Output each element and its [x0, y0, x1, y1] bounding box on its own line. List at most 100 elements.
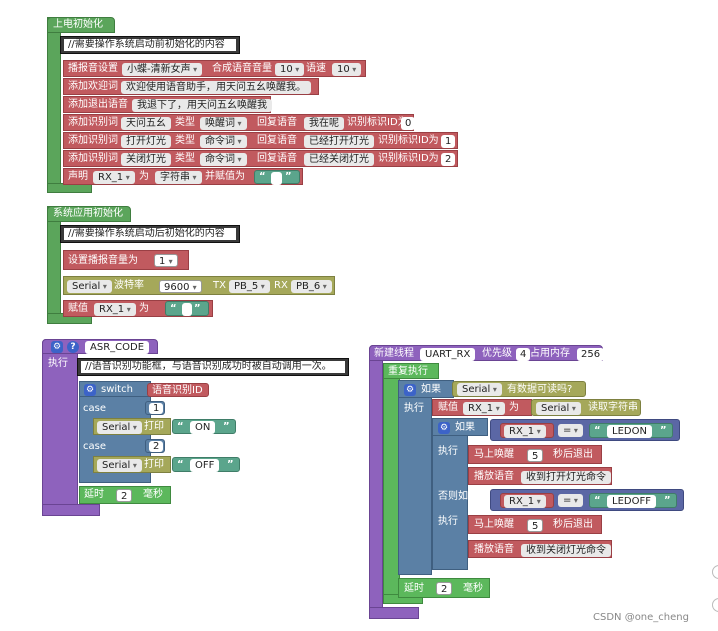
- var-dropdown[interactable]: RX_1: [93, 171, 135, 184]
- serial-available-block[interactable]: Serial 有数据可读吗?: [452, 381, 586, 397]
- delay-value[interactable]: 2: [116, 489, 133, 502]
- serial-dropdown[interactable]: Serial: [536, 402, 581, 415]
- memory-value[interactable]: 256: [577, 348, 605, 361]
- serial-begin-block[interactable]: Serial 波特率 9600 ▾ TX PB_5 RX PB_6: [63, 276, 335, 295]
- string-literal-block[interactable]: “ LEDON ”: [589, 423, 673, 438]
- asr-code-header[interactable]: ⚙ ? ASR_CODE: [42, 339, 158, 354]
- exit-voice-text[interactable]: 我退下了，用天问五幺唤醒我: [132, 99, 272, 112]
- volume-dropdown[interactable]: 10: [275, 63, 305, 76]
- string-literal-block[interactable]: “ OFF ”: [172, 457, 240, 472]
- word-text[interactable]: 关闭灯光: [121, 153, 171, 166]
- rx-dropdown[interactable]: PB_6: [291, 280, 332, 293]
- string-value[interactable]: [182, 303, 192, 316]
- serial-dropdown[interactable]: Serial: [97, 459, 142, 472]
- welcome-text[interactable]: 欢迎使用语音助手，用天问五幺唤醒我。: [121, 81, 311, 94]
- app-init-block[interactable]: [47, 206, 61, 324]
- add-word-block-2[interactable]: 添加识别词 关闭灯光 类型 命令词 回复语音 已经关闭灯光 识别标识ID为 2: [63, 150, 458, 167]
- thread-name[interactable]: UART_RX: [420, 348, 476, 361]
- var-dropdown[interactable]: RX_1: [94, 303, 136, 316]
- case-value-block[interactable]: 2: [145, 439, 165, 453]
- power-on-init-hat[interactable]: 上电初始化: [47, 17, 115, 33]
- serial-print-block-off[interactable]: Serial 打印: [93, 456, 171, 473]
- asr-id-value-block[interactable]: 语音识别ID: [147, 383, 209, 397]
- voice-setting-block[interactable]: 播报音设置 小蝶-清新女声 合成语音音量 10 语速 10: [63, 60, 366, 77]
- delay-value[interactable]: 2: [436, 582, 453, 595]
- reply-text[interactable]: 我在呢: [304, 117, 344, 130]
- gear-icon[interactable]: ⚙: [404, 384, 416, 396]
- var-block[interactable]: RX_1: [500, 423, 554, 438]
- comment-text[interactable]: //语音识别功能框，与语音识别成功时被自动调用一次。: [81, 361, 345, 373]
- if-header[interactable]: ⚙ 如果: [398, 380, 454, 398]
- app-init-hat[interactable]: 系统应用初始化: [47, 206, 131, 222]
- gear-icon[interactable]: ⚙: [84, 384, 96, 396]
- id-number[interactable]: 1: [441, 135, 456, 148]
- voice-dropdown[interactable]: 小蝶-清新女声: [122, 63, 203, 76]
- play-voice-text[interactable]: 收到关闭灯光命令: [521, 544, 611, 557]
- delay-block[interactable]: 延时 2 毫秒: [79, 486, 171, 504]
- operator-dropdown[interactable]: =: [558, 424, 583, 437]
- help-icon[interactable]: ?: [67, 341, 79, 353]
- play-voice-block[interactable]: 播放语音 收到打开灯光命令: [468, 467, 612, 485]
- zoom-control[interactable]: [712, 565, 718, 579]
- zoom-control[interactable]: [712, 598, 718, 612]
- wake-block[interactable]: 马上唤醒 5 秒后退出: [468, 445, 602, 464]
- var-dropdown[interactable]: RX_1: [463, 402, 505, 415]
- repeat-header[interactable]: 重复执行: [383, 363, 439, 379]
- wake-block[interactable]: 马上唤醒 5 秒后退出: [468, 515, 602, 534]
- serial-dropdown[interactable]: Serial: [67, 280, 112, 293]
- add-exit-voice-block[interactable]: 添加退出语音 我退下了，用天问五幺唤醒我: [63, 96, 272, 113]
- power-on-init-block[interactable]: [47, 17, 61, 193]
- comment-block[interactable]: //需要操作系统启动前初始化的内容: [60, 36, 240, 54]
- type-dropdown[interactable]: 命令词: [200, 135, 247, 148]
- asr-code-function-block[interactable]: [42, 339, 78, 516]
- gear-icon[interactable]: ⚙: [51, 341, 63, 353]
- string-literal-block[interactable]: “ LEDOFF ”: [589, 493, 677, 508]
- baud-value[interactable]: 9600 ▾: [159, 280, 202, 293]
- volume-value[interactable]: 1 ▾: [154, 254, 178, 267]
- word-text[interactable]: 天问五幺: [121, 117, 171, 130]
- play-voice-text[interactable]: 收到打开灯光命令: [521, 471, 611, 484]
- add-word-block-0[interactable]: 添加识别词 天问五幺 类型 唤醒词 回复语音 我在呢 识别标识ID为 0: [63, 114, 416, 131]
- string-literal-block[interactable]: “ ON ”: [172, 419, 236, 434]
- word-text[interactable]: 打开灯光: [121, 135, 171, 148]
- inner-if-header[interactable]: ⚙ 如果: [432, 418, 488, 436]
- delay-block[interactable]: 延时 2 毫秒: [398, 578, 490, 598]
- set-volume-block[interactable]: 设置播报音量为 1 ▾: [63, 250, 189, 270]
- string-literal-block[interactable]: “ ”: [165, 301, 209, 316]
- type-dropdown[interactable]: 命令词: [200, 153, 247, 166]
- compare-block-off[interactable]: RX_1 = “ LEDOFF ”: [490, 489, 684, 511]
- serial-dropdown[interactable]: Serial: [97, 421, 142, 434]
- comment-block[interactable]: //需要操作系统启动后初始化的内容: [60, 225, 240, 243]
- assign-block[interactable]: 赋值 RX_1 为: [432, 399, 532, 416]
- add-word-block-1[interactable]: 添加识别词 打开灯光 类型 命令词 回复语音 已经打开灯光 识别标识ID为 1: [63, 132, 458, 149]
- serial-print-block-on[interactable]: Serial 打印: [93, 418, 171, 435]
- comment-text[interactable]: //需要操作系统启动后初始化的内容: [64, 228, 236, 240]
- string-literal-block[interactable]: “ ”: [254, 170, 300, 185]
- reply-text[interactable]: 已经关闭灯光: [304, 153, 374, 166]
- declare-block[interactable]: 声明 RX_1 为 字符串 并赋值为: [63, 168, 303, 185]
- function-name[interactable]: ASR_CODE: [85, 341, 150, 354]
- tx-dropdown[interactable]: PB_5: [229, 280, 270, 293]
- var-block[interactable]: RX_1: [500, 493, 554, 508]
- comment-block[interactable]: //语音识别功能框，与语音识别成功时被自动调用一次。: [77, 358, 349, 376]
- play-voice-block[interactable]: 播放语音 收到关闭灯光命令: [468, 540, 612, 558]
- thread-block[interactable]: [369, 345, 383, 619]
- wake-seconds[interactable]: 5: [527, 519, 544, 532]
- compare-block-on[interactable]: RX_1 = “ LEDON ”: [490, 419, 680, 441]
- operator-dropdown[interactable]: =: [558, 494, 583, 507]
- comment-text[interactable]: //需要操作系统启动前初始化的内容: [64, 39, 236, 51]
- string-value[interactable]: [271, 172, 282, 185]
- type-dropdown[interactable]: 字符串: [155, 171, 202, 184]
- id-number[interactable]: 0: [401, 117, 416, 130]
- serial-dropdown[interactable]: Serial: [457, 383, 502, 396]
- thread-header[interactable]: 新建线程 UART_RX 优先级 4 占用内存 256: [369, 345, 605, 361]
- reply-text[interactable]: 已经打开灯光: [304, 135, 374, 148]
- wake-seconds[interactable]: 5: [527, 449, 544, 462]
- type-dropdown[interactable]: 唤醒词: [200, 117, 247, 130]
- add-welcome-block[interactable]: 添加欢迎词 欢迎使用语音助手，用天问五幺唤醒我。: [63, 78, 319, 95]
- speed-dropdown[interactable]: 10: [332, 63, 362, 76]
- serial-read-string-block[interactable]: Serial 读取字符串: [531, 399, 641, 416]
- switch-header[interactable]: ⚙ switch: [79, 381, 151, 397]
- case-value-block[interactable]: 1: [145, 401, 165, 415]
- id-number[interactable]: 2: [441, 153, 456, 166]
